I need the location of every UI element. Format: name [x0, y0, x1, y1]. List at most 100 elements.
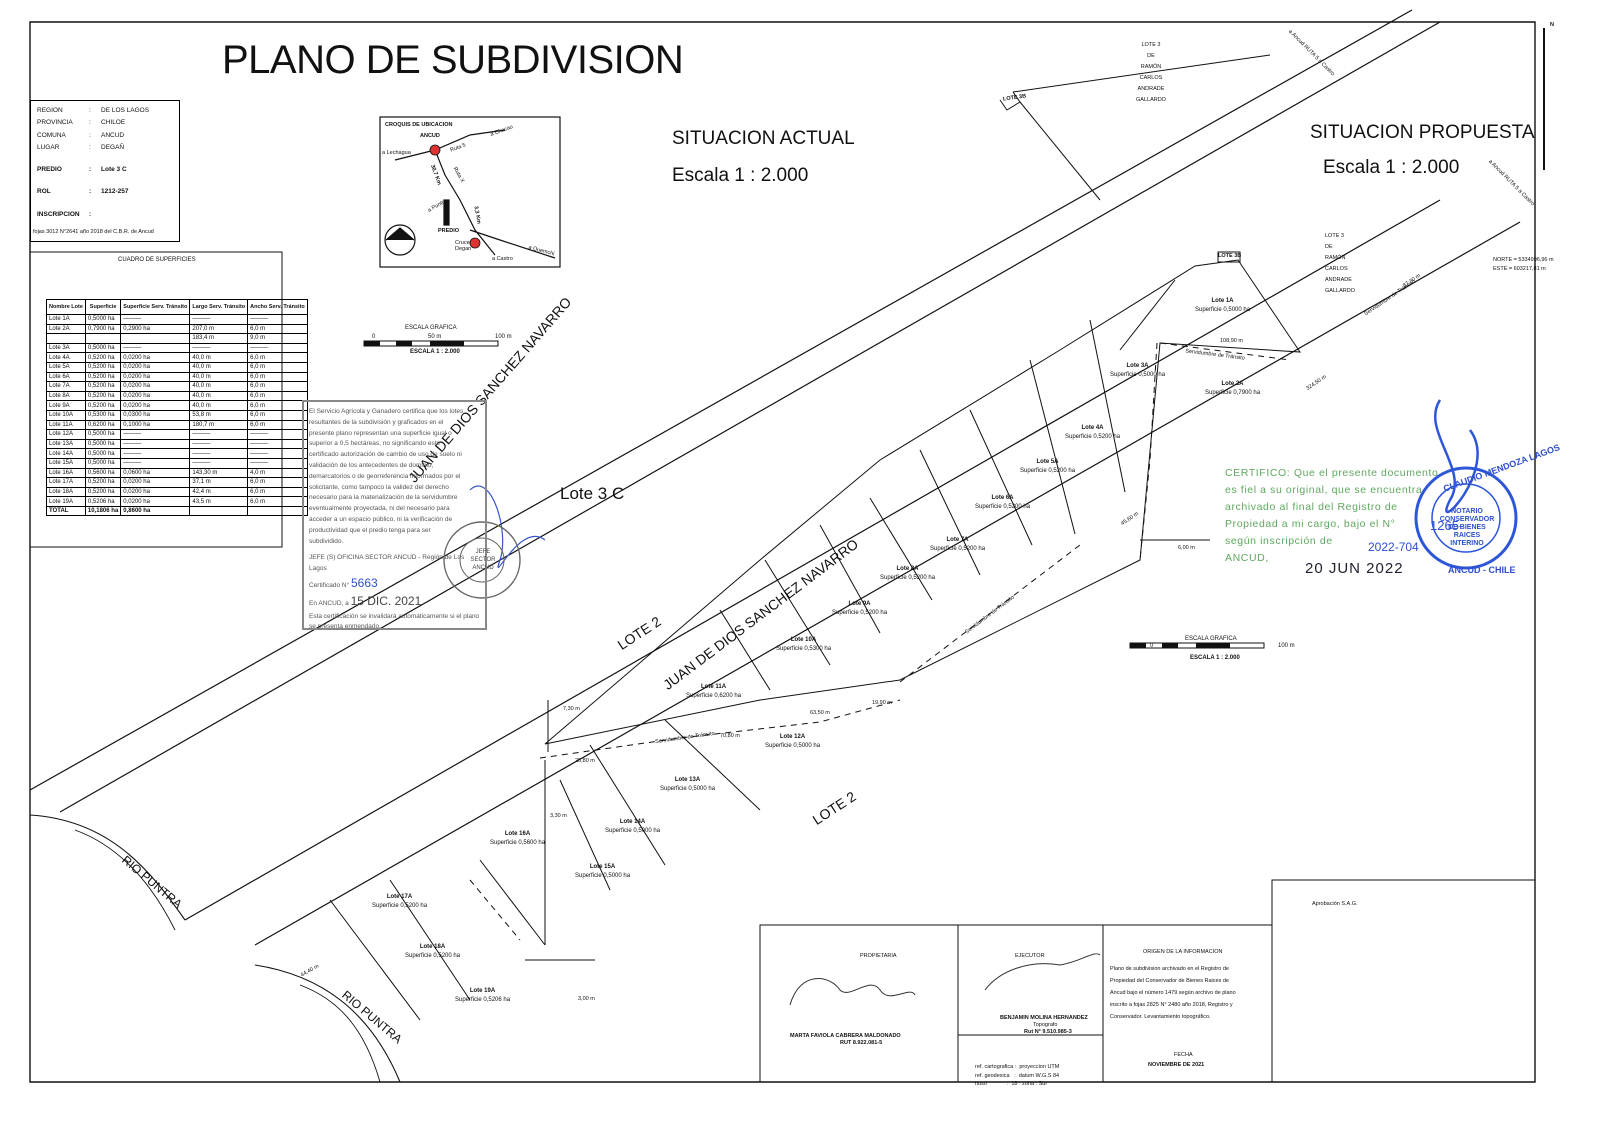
surfaces-cell: 0,5600 ha: [84, 467, 122, 479]
surfaces-cell: ———: [247, 342, 308, 354]
surfaces-cell: Lote 5A: [46, 361, 86, 373]
text-line: presente plano representan una superfici…: [309, 429, 452, 437]
surfaces-cell: [120, 333, 191, 344]
surfaces-cell: ———: [189, 429, 249, 440]
surfaces-cell: [46, 333, 86, 344]
surfaces-cell: ———: [189, 438, 249, 450]
scale2-sub: ESCALA 1 : 2.000: [1190, 655, 1240, 661]
lot-label: Lote 5A Superficie 0,5200 ha: [1020, 458, 1075, 476]
situacion-propuesta-title: SITUACION PROPUESTA: [1310, 122, 1535, 143]
lot-surface: Superficie 0,5200 ha: [1020, 468, 1076, 474]
surfaces-cell: 0,5200 ha: [84, 400, 122, 411]
text-line: CARLOS: [1139, 75, 1163, 81]
lot-surface: Superficie 0,5000 ha: [1110, 372, 1166, 378]
surfaces-cell: 0,1000 ha: [120, 419, 191, 431]
text-line: ANCUD,: [1225, 552, 1269, 564]
croquis-castro: a Castro: [492, 256, 513, 262]
surfaces-cell: 0,5200 ha: [84, 361, 122, 373]
text-line: necesario para la materialización de la …: [309, 494, 458, 502]
surfaces-cell: 6,0 m: [247, 496, 308, 507]
surfaces-cell: 40,0 m: [189, 361, 249, 373]
scale-sub: ESCALA 1 : 2.000: [410, 349, 460, 355]
surfaces-cell: Lote 9A: [46, 400, 86, 411]
situacion-propuesta-scale: Escala 1 : 2.000: [1323, 157, 1460, 178]
origen-text: Plano de subdivision archivado en el Reg…: [1110, 963, 1236, 1023]
surfaces-cell: Lote 15A: [46, 457, 86, 469]
situacion-actual-scale: Escala 1 : 2.000: [672, 165, 809, 186]
propietaria-label: PROPIETARIA: [860, 953, 897, 959]
croquis-ancud: ANCUD: [420, 133, 440, 139]
lot-label: Lote 1A Superficie 0,5000 ha: [1195, 297, 1250, 315]
surfaces-cell: 0,5000 ha: [84, 342, 122, 354]
surfaces-cell: Lote 7A: [46, 381, 86, 392]
surfaces-cell: 0,5000 ha: [84, 448, 122, 459]
surfaces-cell: 42,4 m: [189, 486, 249, 498]
surfaces-cell: Lote 2A: [46, 323, 86, 335]
ejecutor-title: Topografo: [1033, 1022, 1058, 1028]
sag-stamp: El Servicio Agrícola y Ganadero certific…: [302, 400, 487, 630]
surfaces-cell: ———: [247, 438, 308, 450]
text-line: es fiel a su original, que se encuentra: [1225, 484, 1423, 496]
croquis-cruce: Cruce Degan: [455, 240, 472, 252]
text-line: ANDRADE: [1137, 86, 1165, 92]
surfaces-cell: 0,0200 ha: [120, 361, 191, 373]
text-line: demarcatorios o de georreferencia inform…: [309, 472, 461, 480]
surfaces-cell: ———: [120, 438, 191, 450]
lot-name: Lote 5A: [1036, 459, 1059, 465]
surfaces-cell: Lote 11A: [46, 419, 86, 431]
surfaces-cell: 6,0 m: [247, 400, 308, 411]
text-line: solicitante, como tampoco la validez del…: [309, 483, 449, 491]
text-line: superior a 0,5 hectáreas, no significand…: [309, 440, 441, 448]
surfaces-cell: 180,7 m: [189, 419, 249, 431]
lot-name: Lote 1A: [1211, 298, 1234, 304]
lot-name: Lote 12A: [779, 734, 806, 740]
lot-name: Lote 19A: [469, 988, 496, 994]
lot-surface: Superficie 0,5000 ha: [1195, 307, 1251, 313]
surfaces-cell: Lote 6A: [46, 371, 86, 383]
dist-2580: 25,80 m: [575, 758, 595, 764]
dist-730: 7,30 m: [563, 706, 580, 712]
croquis-lechagua: a Lechagua: [382, 150, 411, 156]
dist-6350: 63,50 m: [810, 710, 830, 716]
scale2-title: ESCALA GRAFICA: [1185, 636, 1237, 642]
scale-title: ESCALA GRAFICA: [405, 325, 457, 331]
lot-name: Lote 3A: [1126, 363, 1149, 369]
ejecutor-name: BENJAMIN MOLINA HERNANDEZ: [1000, 1015, 1088, 1021]
lote3b-b: LOTE 3B: [1218, 253, 1242, 259]
text-line: productividad que el predio tenga para s…: [309, 526, 431, 534]
surfaces-cell: 0,0200 ha: [120, 371, 191, 383]
text-line: RAMÓN: [1140, 64, 1162, 70]
lot-surface: Superficie 0,5200 ha: [1065, 434, 1121, 440]
surfaces-cell: 0,5200 ha: [84, 477, 122, 488]
surfaces-cell: 0,0200 ha: [120, 477, 191, 488]
surfaces-cell: 6,0 m: [247, 361, 308, 373]
surfaces-cell: 6,0 m: [247, 381, 308, 392]
surfaces-cell: Lote 3A: [46, 342, 86, 354]
surfaces-cell: 0,5000 ha: [84, 314, 122, 325]
text-line: acceder a un espacio público, ni la veri…: [309, 515, 453, 523]
sag-date: En ANCUD, a 15 DIC. 2021: [309, 593, 422, 608]
surfaces-cell: ———: [189, 342, 249, 354]
surfaces-cell: 0,0200 ha: [120, 400, 191, 411]
surfaces-cell: 0,0300 ha: [120, 409, 191, 421]
text-line: Propiedad a mi cargo, bajo el N°: [1225, 518, 1396, 530]
propietaria-rut: RUT 8.922.081-5: [840, 1040, 883, 1046]
origen-title: ORIGEN DE LA INFORMACION: [1143, 949, 1223, 955]
text-line: certificado autorización de cambio de us…: [309, 451, 462, 459]
lot-name: Lote 6A: [991, 495, 1014, 501]
scale-0: 0: [372, 334, 376, 340]
